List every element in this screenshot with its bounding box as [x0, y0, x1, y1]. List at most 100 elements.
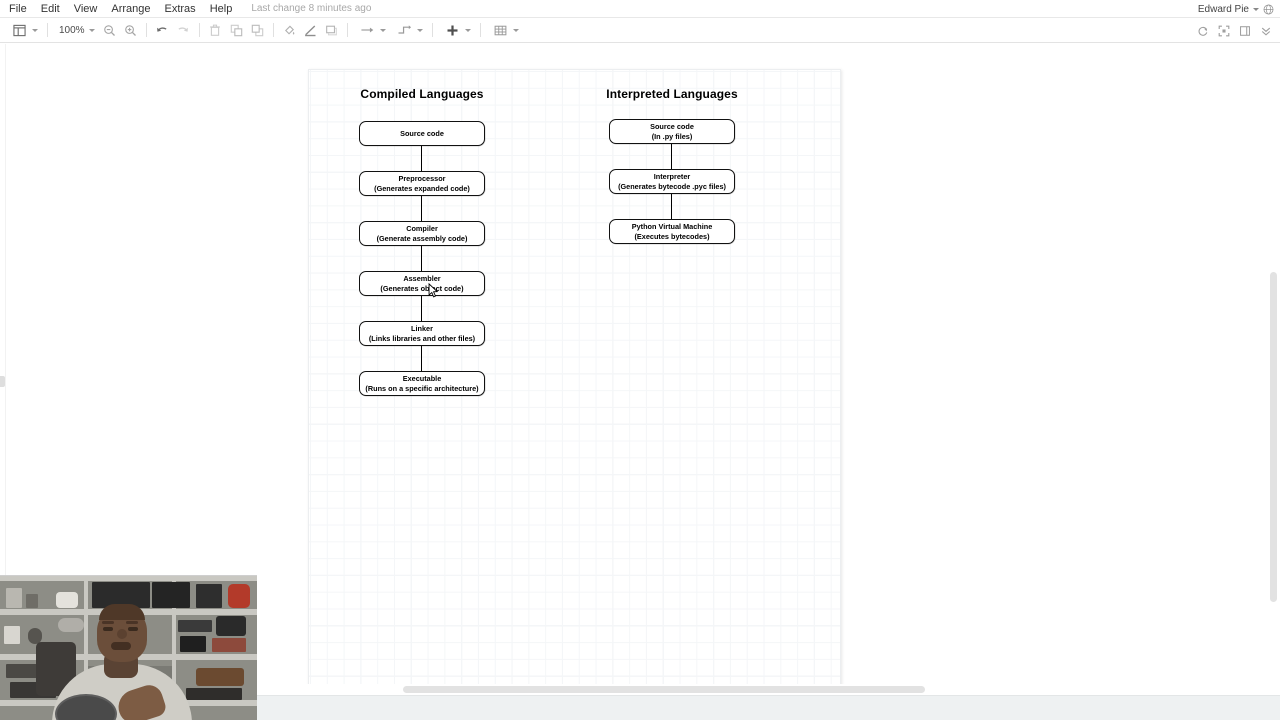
refresh-icon[interactable]	[1193, 21, 1212, 40]
insert-control[interactable]	[439, 21, 474, 40]
fit-page-icon[interactable]	[1214, 21, 1233, 40]
node-linker[interactable]: Linker (Links libraries and other files)	[359, 321, 485, 346]
toolbar: 100%	[0, 18, 1280, 43]
node-executable[interactable]: Executable (Runs on a specific architect…	[359, 371, 485, 396]
toolbar-right-group	[1192, 18, 1276, 43]
chevron-down-icon[interactable]	[88, 28, 95, 32]
menu-bar: File Edit View Arrange Extras Help Last …	[0, 0, 1280, 18]
node-preprocessor[interactable]: Preprocessor (Generates expanded code)	[359, 171, 485, 196]
person-brow	[102, 621, 114, 624]
node-interpreter[interactable]: Interpreter (Generates bytecode .pyc fil…	[609, 169, 735, 194]
person-hair	[99, 604, 145, 620]
arrow-connector[interactable]	[418, 296, 424, 327]
shelf-object	[216, 616, 246, 636]
shelf-divider	[84, 576, 88, 720]
node-source-code-interpreted[interactable]: Source code (In .py files)	[609, 119, 735, 144]
table-icon[interactable]	[491, 21, 510, 40]
plus-icon[interactable]	[443, 21, 462, 40]
diagram-layer: Compiled Languages Interpreted Languages…	[0, 44, 1280, 694]
node-compiler[interactable]: Compiler (Generate assembly code)	[359, 221, 485, 246]
node-line1: Source code	[650, 121, 694, 131]
line-color-icon[interactable]	[301, 21, 320, 40]
zoom-control[interactable]: 100%	[54, 25, 98, 36]
toolbar-divider	[47, 23, 48, 37]
shelf-object	[228, 584, 250, 608]
user-name-label[interactable]: Edward Pie	[1197, 3, 1249, 15]
horizontal-scrollbar[interactable]	[0, 684, 1280, 695]
view-layout-control[interactable]	[6, 21, 41, 40]
horizontal-scrollbar-thumb[interactable]	[403, 686, 925, 693]
menu-help[interactable]: Help	[209, 2, 233, 15]
table-control[interactable]	[487, 21, 522, 40]
node-line1: Executable	[402, 373, 442, 383]
zoom-out-icon[interactable]	[100, 21, 119, 40]
toolbar-divider	[431, 23, 433, 37]
webcam-overlay[interactable]	[0, 575, 257, 720]
person-mouth	[111, 642, 131, 650]
diagram-canvas[interactable]: Compiled Languages Interpreted Languages…	[0, 44, 1280, 694]
menu-file[interactable]: File	[9, 2, 27, 15]
node-line1: Compiler	[406, 223, 438, 233]
bring-to-front-icon[interactable]	[227, 21, 246, 40]
waypoints-control[interactable]	[391, 21, 426, 40]
connection-arrow-control[interactable]	[354, 21, 389, 40]
left-panel-handle[interactable]	[0, 376, 5, 387]
fill-color-icon[interactable]	[280, 21, 299, 40]
vertical-scrollbar-thumb[interactable]	[1270, 272, 1277, 602]
shelf-object	[152, 582, 190, 608]
arrow-connector[interactable]	[668, 194, 674, 225]
arrow-connector[interactable]	[418, 146, 424, 177]
shelf-object	[4, 626, 20, 644]
person-brow	[126, 621, 138, 624]
node-line1: Preprocessor	[398, 173, 446, 183]
vertical-scrollbar[interactable]	[1269, 44, 1280, 694]
send-to-back-icon[interactable]	[248, 21, 267, 40]
shelf-object	[56, 592, 78, 608]
connection-arrow-icon[interactable]	[358, 21, 377, 40]
toolbar-divider	[198, 23, 200, 37]
node-line2: (Executes bytecodes)	[634, 231, 710, 241]
arrow-connector[interactable]	[418, 246, 424, 277]
chevron-down-icon[interactable]	[379, 28, 386, 32]
last-change-status: Last change 8 minutes ago	[251, 3, 372, 14]
arrow-connector[interactable]	[418, 346, 424, 377]
format-panel-icon[interactable]	[1235, 21, 1254, 40]
column-title-interpreted[interactable]: Interpreted Languages	[606, 87, 738, 101]
person-nose	[117, 629, 127, 639]
chevron-down-icon[interactable]	[1253, 7, 1259, 11]
shadow-icon[interactable]	[322, 21, 341, 40]
redo-icon[interactable]	[174, 21, 193, 40]
node-line1: Python Virtual Machine	[631, 221, 713, 231]
chevron-down-icon[interactable]	[464, 28, 471, 32]
node-source-code-compiled[interactable]: Source code	[359, 121, 485, 146]
layout-panel-icon[interactable]	[10, 21, 29, 40]
node-python-virtual-machine[interactable]: Python Virtual Machine (Executes bytecod…	[609, 219, 735, 244]
undo-icon[interactable]	[153, 21, 172, 40]
toolbar-divider	[346, 23, 348, 37]
arrow-connector[interactable]	[668, 144, 674, 175]
diagram-page	[308, 69, 841, 694]
collapse-icon[interactable]	[1256, 21, 1275, 40]
column-title-compiled[interactable]: Compiled Languages	[360, 87, 484, 101]
shelf-object	[92, 582, 150, 608]
node-assembler[interactable]: Assembler (Generates object code)	[359, 271, 485, 296]
trash-icon[interactable]	[206, 21, 225, 40]
globe-icon[interactable]	[1263, 4, 1274, 15]
menu-view[interactable]: View	[73, 2, 98, 15]
chevron-down-icon[interactable]	[512, 28, 519, 32]
chevron-down-icon[interactable]	[416, 28, 423, 32]
menu-bar-right: Edward Pie	[1198, 0, 1274, 18]
node-line2: (Runs on a specific architecture)	[365, 383, 479, 393]
waypoints-icon[interactable]	[395, 21, 414, 40]
node-line1: Linker	[411, 323, 433, 333]
zoom-level-label[interactable]: 100%	[59, 24, 85, 36]
arrow-connector[interactable]	[418, 196, 424, 227]
chevron-down-icon[interactable]	[32, 28, 38, 32]
menu-extras[interactable]: Extras	[164, 2, 196, 15]
person-eye	[103, 627, 113, 631]
shelf-object	[178, 620, 212, 632]
menu-arrange[interactable]: Arrange	[111, 2, 151, 15]
menu-edit[interactable]: Edit	[40, 2, 60, 15]
zoom-in-icon[interactable]	[121, 21, 140, 40]
